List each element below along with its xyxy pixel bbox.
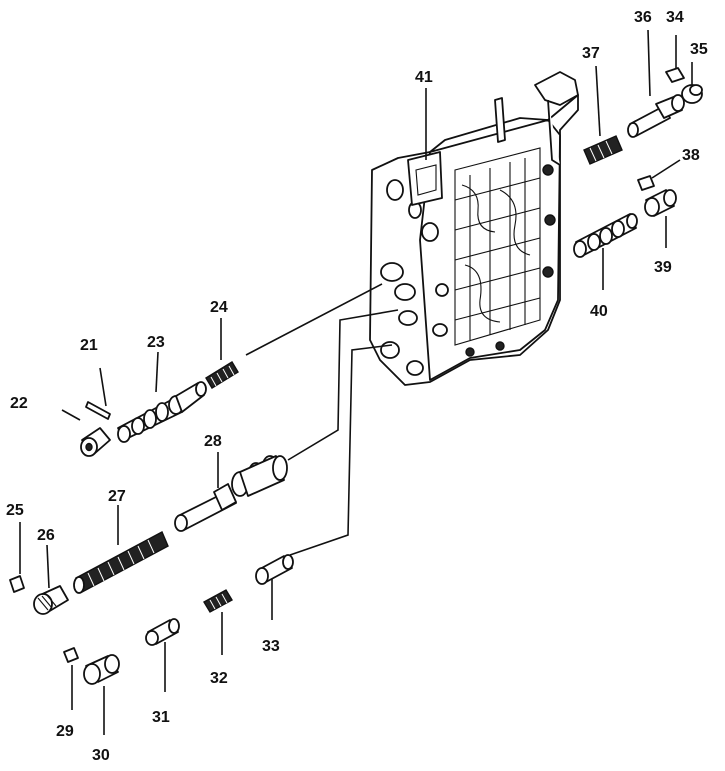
part-labels: 41 24 21 23 22 28 27 25 26 33 32 31 29 3… bbox=[6, 9, 708, 764]
part-32-spring bbox=[203, 589, 233, 613]
part-29-pin bbox=[63, 647, 79, 663]
label-37: 37 bbox=[582, 45, 600, 62]
label-40: 40 bbox=[590, 303, 608, 320]
part-39-plug bbox=[644, 189, 677, 217]
label-38: 38 bbox=[682, 147, 700, 164]
label-27: 27 bbox=[108, 488, 126, 505]
leader-lines bbox=[19, 29, 693, 735]
part-33-valve bbox=[255, 554, 294, 585]
label-41: 41 bbox=[415, 69, 433, 86]
part-25-pin bbox=[9, 575, 25, 593]
part-28-valve-spool bbox=[174, 455, 288, 532]
label-24: 24 bbox=[210, 299, 228, 316]
label-29: 29 bbox=[56, 723, 74, 740]
part-26-plug bbox=[33, 585, 69, 615]
label-31: 31 bbox=[152, 709, 170, 726]
label-25: 25 bbox=[6, 502, 24, 519]
valve-body bbox=[369, 71, 579, 386]
label-23: 23 bbox=[147, 334, 165, 351]
label-32: 32 bbox=[210, 670, 228, 687]
label-22: 22 bbox=[10, 395, 28, 412]
label-33: 33 bbox=[262, 638, 280, 655]
label-36: 36 bbox=[634, 9, 652, 26]
label-30: 30 bbox=[92, 747, 110, 764]
label-35: 35 bbox=[690, 41, 708, 58]
label-26: 26 bbox=[37, 527, 55, 544]
label-39: 39 bbox=[654, 259, 672, 276]
part-40-valve-spool bbox=[573, 213, 638, 258]
label-21: 21 bbox=[80, 337, 98, 354]
part-24-spring bbox=[205, 361, 239, 389]
part-23-valve-spool bbox=[117, 381, 207, 443]
part-27-long-spring bbox=[73, 531, 169, 594]
part-35-plug bbox=[681, 84, 703, 104]
part-31-plug bbox=[145, 618, 180, 646]
label-34: 34 bbox=[666, 9, 684, 26]
part-36-valve bbox=[627, 94, 685, 138]
label-28: 28 bbox=[204, 433, 222, 450]
part-37-spring bbox=[583, 135, 623, 165]
part-22-plug bbox=[80, 427, 111, 457]
part-38-pin bbox=[637, 175, 655, 191]
part-30-plug bbox=[83, 654, 120, 685]
part-34-pin bbox=[665, 67, 685, 83]
part-21-pin bbox=[85, 401, 111, 420]
